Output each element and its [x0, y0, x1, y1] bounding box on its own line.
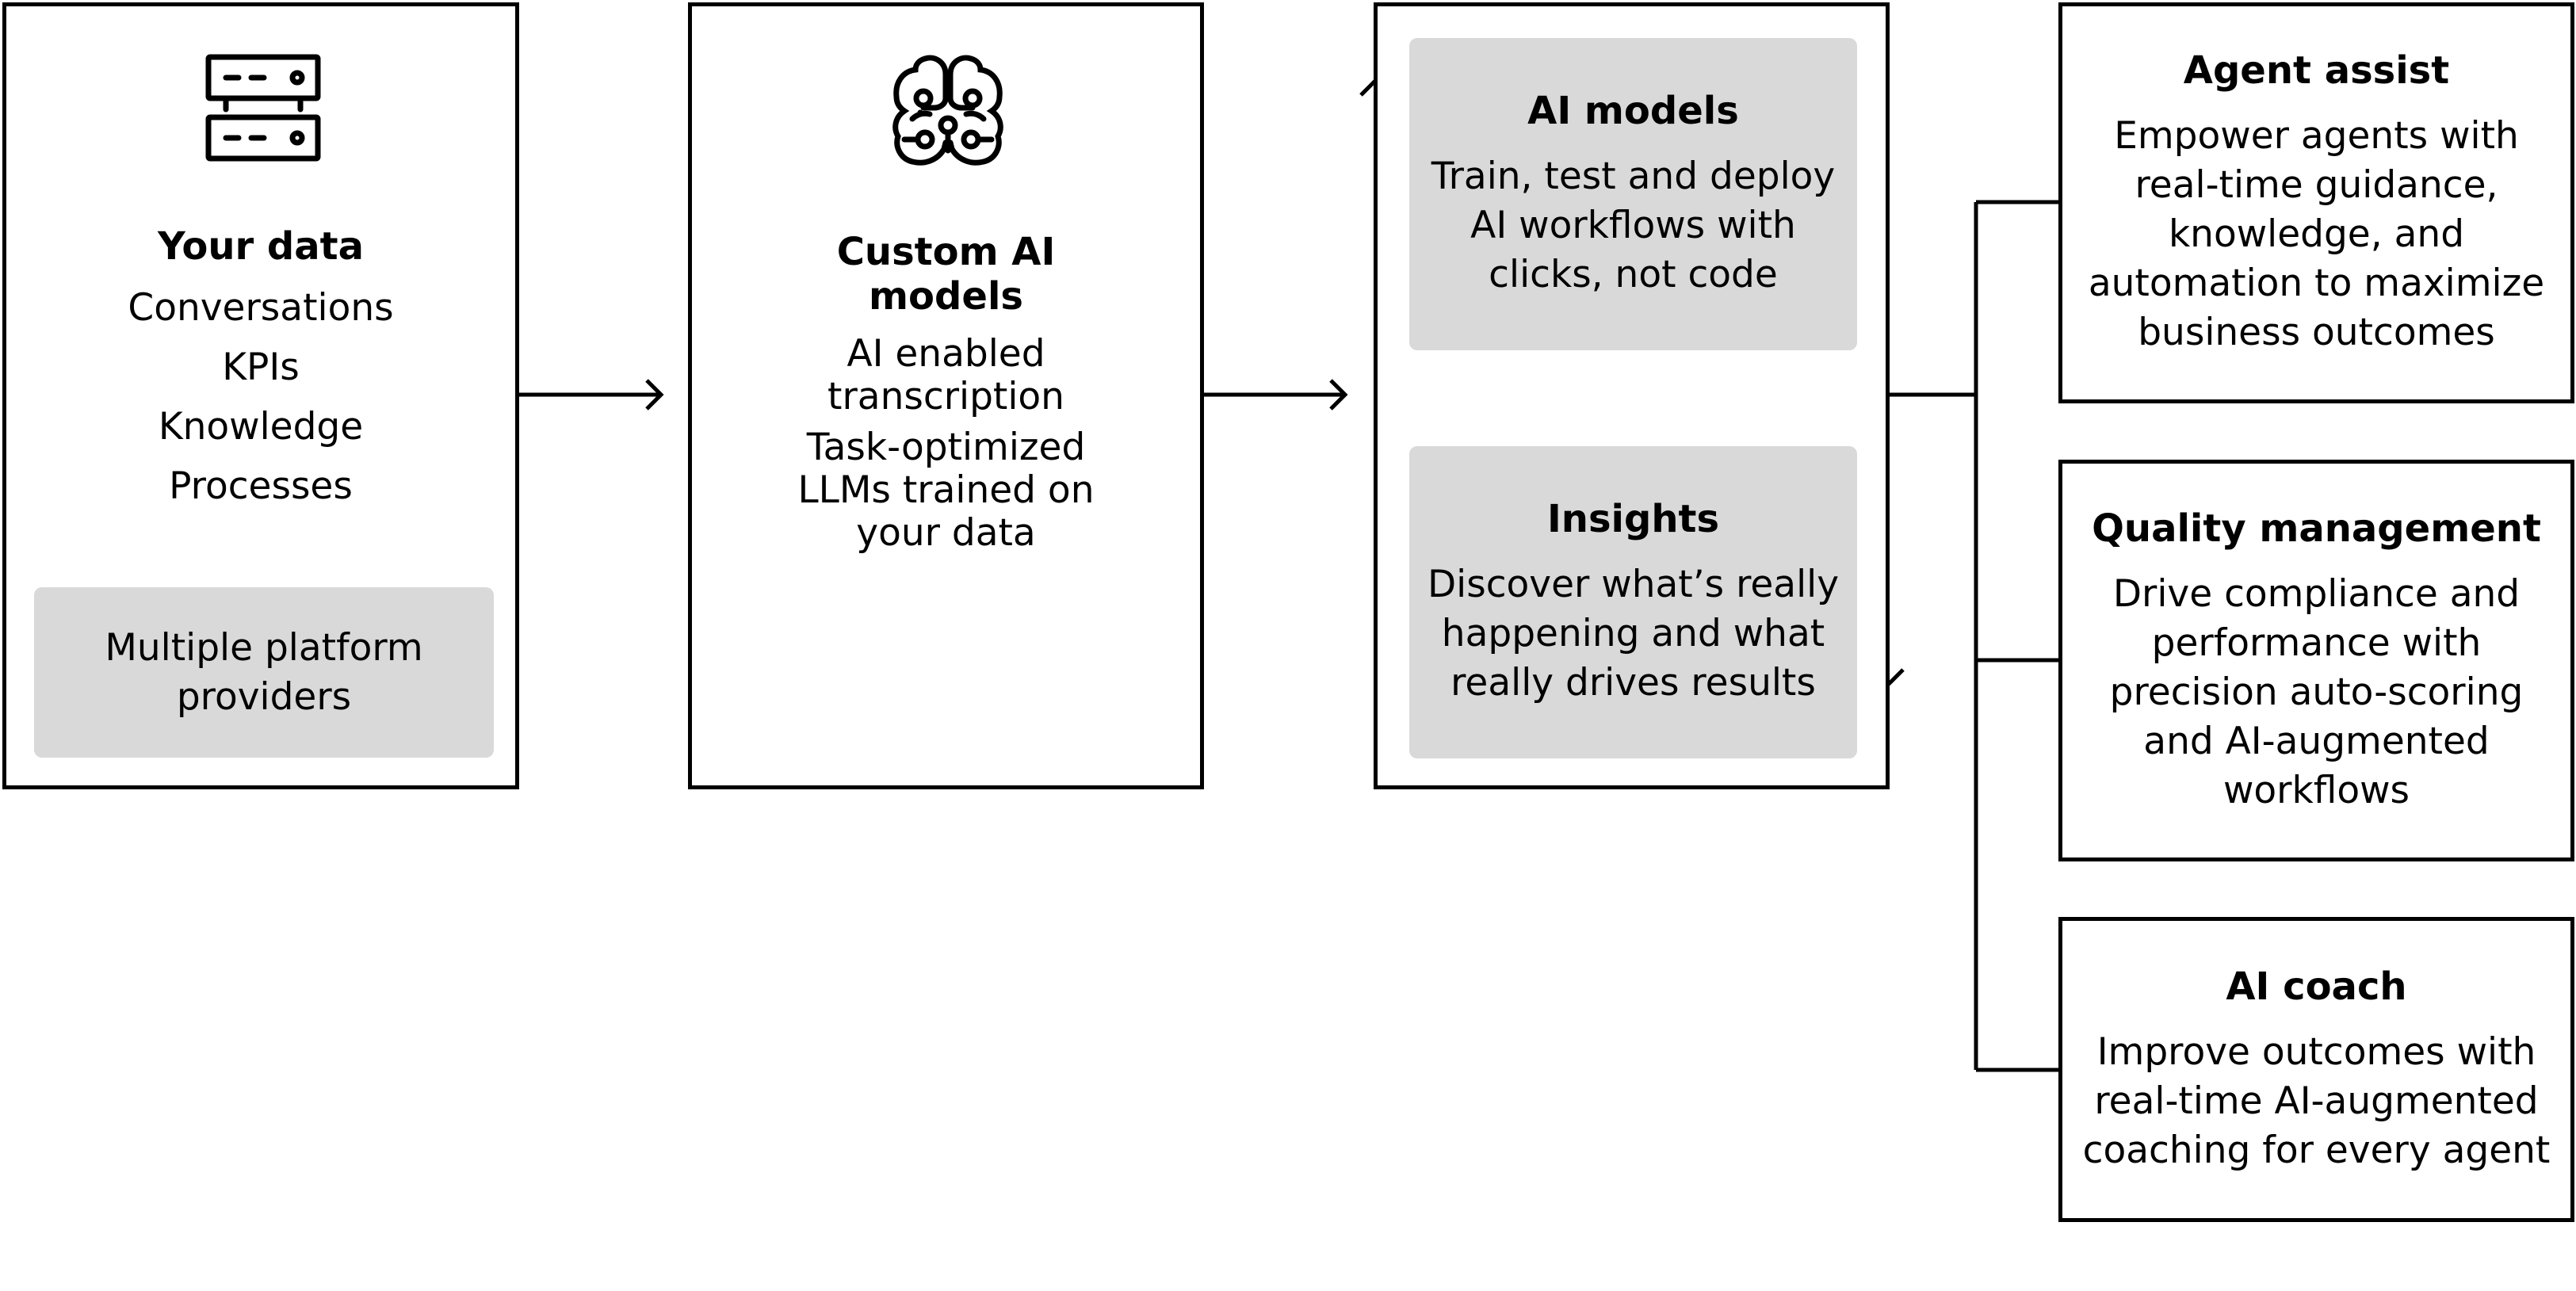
your-data-title: Your data — [158, 224, 364, 269]
insights-title: Insights — [1546, 497, 1720, 541]
platform-providers-label: Multiple platform providers — [105, 625, 423, 719]
your-data-item: Conversations — [128, 286, 394, 330]
arrow-custom-models-to-platform — [1203, 379, 1348, 411]
server-icon — [205, 54, 321, 162]
custom-ai-models-item: AI enabled transcription — [827, 332, 1064, 418]
brain-circuit-icon — [892, 55, 1003, 166]
your-data-item: Knowledge — [158, 405, 364, 449]
platform-box: AI models Train, test and deploy AI work… — [1374, 2, 1890, 789]
quality-management-box: Quality management Drive compliance and … — [2058, 460, 2574, 861]
your-data-item: KPIs — [222, 346, 300, 389]
your-data-item: Processes — [169, 464, 353, 508]
agent-assist-box: Agent assist Empower agents with real-ti… — [2058, 2, 2574, 403]
ai-models-description: Train, test and deploy AI workflows with… — [1431, 155, 1836, 296]
agent-assist-title: Agent assist — [2183, 48, 2450, 93]
custom-ai-models-box: Custom AI models AI enabled transcriptio… — [688, 2, 1204, 789]
quality-management-description: Drive compliance and performance with pr… — [2109, 571, 2524, 812]
platform-providers-panel: Multiple platform providers — [34, 587, 494, 758]
ai-models-panel: AI models Train, test and deploy AI work… — [1409, 38, 1857, 350]
quality-management-title: Quality management — [2092, 506, 2541, 551]
insights-panel: Insights Discover what’s really happenin… — [1409, 446, 1857, 758]
ai-coach-box: AI coach Improve outcomes with real-time… — [2058, 917, 2574, 1222]
branch-connector — [1889, 200, 2058, 1072]
your-data-box: Your data Conversations KPIs Knowledge P… — [2, 2, 519, 789]
ai-coach-title: AI coach — [2226, 964, 2407, 1009]
insights-description: Discover what’s really happening and wha… — [1427, 563, 1840, 705]
agent-assist-description: Empower agents with real-time guidance, … — [2088, 114, 2545, 354]
arrow-your-data-to-custom-models — [518, 379, 664, 411]
custom-ai-models-item: Task-optimized LLMs trained on your data — [797, 426, 1095, 555]
ai-coach-description: Improve outcomes with real-time AI-augme… — [2082, 1029, 2551, 1172]
custom-ai-models-title: Custom AI models — [836, 230, 1056, 319]
ai-models-title: AI models — [1527, 89, 1739, 133]
